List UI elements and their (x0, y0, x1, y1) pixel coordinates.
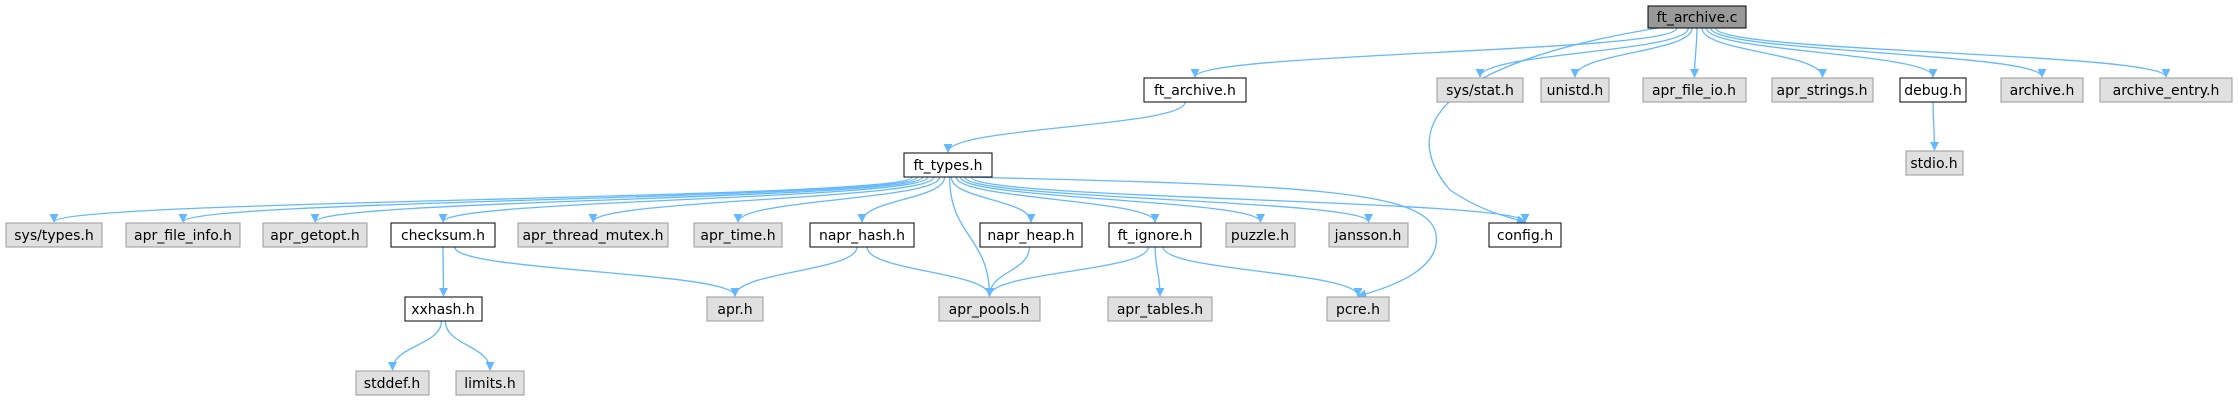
svg-text:unistd.h: unistd.h (1547, 83, 1604, 99)
svg-text:stddef.h: stddef.h (364, 376, 420, 392)
svg-text:napr_heap.h: napr_heap.h (987, 228, 1074, 244)
edge-ft-ignore-to-apr-pools (985, 246, 1150, 297)
edge-xxhash-to-limits (444, 320, 495, 371)
node-ft-types-h[interactable]: ft_types.h (903, 152, 993, 178)
svg-text:sys/types.h: sys/types.h (14, 228, 93, 244)
edge-ft-types-to-sys-types (49, 176, 913, 223)
edge-ft-types-to-apr-pools (949, 176, 994, 297)
svg-text:limits.h: limits.h (464, 376, 515, 392)
node-config-h[interactable]: config.h (1488, 222, 1562, 248)
node-pcre-h[interactable]: pcre.h (1326, 296, 1390, 322)
node-jansson-h[interactable]: jansson.h (1328, 222, 1409, 248)
svg-text:ft_archive.h: ft_archive.h (1154, 83, 1236, 99)
svg-text:sys/stat.h: sys/stat.h (1446, 83, 1514, 99)
node-limits-h[interactable]: limits.h (455, 370, 525, 396)
edge-debug-to-stdio (1929, 101, 1939, 151)
svg-text:jansson.h: jansson.h (1334, 228, 1402, 244)
edge-root-to-ft-archive-h (1190, 27, 1678, 78)
svg-text:ft_types.h: ft_types.h (913, 158, 982, 174)
node-apr-file-info-h[interactable]: apr_file_info.h (125, 222, 241, 248)
node-sys-types-h[interactable]: sys/types.h (5, 222, 103, 248)
edge-ft-types-to-napr-hash (857, 176, 946, 223)
edge-ft-ignore-to-pcre (1162, 246, 1363, 297)
node-apr-h[interactable]: apr.h (706, 296, 764, 322)
svg-text:stdio.h: stdio.h (1910, 156, 1957, 172)
svg-text:config.h: config.h (1497, 228, 1553, 244)
node-napr-heap-h[interactable]: napr_heap.h (979, 222, 1083, 248)
edge-napr-hash-to-apr (730, 246, 858, 297)
node-debug-h[interactable]: debug.h (1899, 77, 1967, 103)
svg-text:archive.h: archive.h (2010, 83, 2075, 99)
edge-root-to-archive-entry (1715, 27, 2171, 78)
nodes-layer: ft_archive.c ft_archive.h sys/stat.h uni… (5, 5, 2233, 396)
node-sys-stat-h[interactable]: sys/stat.h (1436, 77, 1524, 103)
edge-ft-types-to-puzzle (959, 176, 1265, 223)
svg-text:checksum.h: checksum.h (401, 228, 485, 244)
edge-ft-types-to-apr-file-info (178, 176, 919, 223)
node-ft-ignore-h[interactable]: ft_ignore.h (1108, 222, 1202, 248)
edge-ft-types-to-ft-ignore (955, 176, 1160, 223)
edge-root-to-sys-stat (1475, 27, 1689, 78)
node-xxhash-h[interactable]: xxhash.h (404, 296, 483, 322)
node-puzzle-h[interactable]: puzzle.h (1225, 222, 1296, 248)
node-napr-hash-h[interactable]: napr_hash.h (809, 222, 915, 248)
svg-text:xxhash.h: xxhash.h (411, 302, 475, 318)
node-archive-h[interactable]: archive.h (2000, 77, 2084, 103)
edge-root-to-archive-h (1710, 27, 2047, 78)
edge-ft-types-to-jansson (964, 176, 1373, 223)
edge-ft-types-to-napr-heap (950, 176, 1036, 223)
edges-layer (49, 27, 2171, 371)
node-apr-getopt-h[interactable]: apr_getopt.h (262, 222, 368, 248)
edge-ft-types-to-apr-time (733, 176, 941, 223)
node-unistd-h[interactable]: unistd.h (1540, 77, 1610, 103)
svg-text:napr_hash.h: napr_hash.h (819, 228, 905, 244)
svg-text:pcre.h: pcre.h (1336, 302, 1380, 318)
node-apr-thread-mutex-h[interactable]: apr_thread_mutex.h (517, 222, 669, 248)
svg-text:archive_entry.h: archive_entry.h (2113, 83, 2220, 99)
edge-root-to-unistd (1570, 27, 1693, 78)
edge-xxhash-to-stddef (388, 320, 443, 371)
svg-text:apr.h: apr.h (717, 302, 752, 318)
node-apr-pools-h[interactable]: apr_pools.h (938, 296, 1041, 322)
node-stddef-h[interactable]: stddef.h (355, 370, 430, 396)
node-stdio-h[interactable]: stdio.h (1905, 150, 1964, 176)
edge-root-to-config (1428, 27, 1659, 225)
svg-text:apr_pools.h: apr_pools.h (949, 302, 1030, 318)
svg-text:puzzle.h: puzzle.h (1231, 228, 1289, 244)
svg-text:apr_file_io.h: apr_file_io.h (1652, 83, 1736, 99)
svg-text:apr_file_info.h: apr_file_info.h (134, 228, 232, 244)
node-ft-archive-c[interactable]: ft_archive.c (1647, 5, 1747, 29)
svg-text:debug.h: debug.h (1904, 83, 1961, 99)
edge-ft-types-to-pcre (964, 176, 1438, 299)
edge-ft-archive-h-to-ft-types (943, 101, 1186, 153)
node-apr-tables-h[interactable]: apr_tables.h (1107, 296, 1213, 322)
edge-ft-types-to-config (970, 176, 1530, 223)
edge-checksum-to-apr (454, 246, 740, 297)
node-apr-file-io-h[interactable]: apr_file_io.h (1642, 77, 1747, 103)
edge-napr-hash-to-apr-pools (866, 246, 994, 297)
edge-ft-ignore-to-apr-tables (1154, 246, 1165, 297)
node-apr-time-h[interactable]: apr_time.h (693, 222, 783, 248)
svg-text:ft_archive.c: ft_archive.c (1657, 10, 1738, 26)
svg-text:ft_ignore.h: ft_ignore.h (1118, 228, 1193, 244)
edge-ft-types-to-apr-getopt (310, 176, 924, 223)
svg-text:apr_strings.h: apr_strings.h (1776, 83, 1867, 99)
edge-ft-types-to-checksum (438, 176, 929, 223)
svg-text:apr_time.h: apr_time.h (700, 228, 775, 244)
edge-ft-types-to-apr-thread-mutex (588, 176, 935, 223)
svg-text:apr_thread_mutex.h: apr_thread_mutex.h (522, 228, 663, 244)
node-archive-entry-h[interactable]: archive_entry.h (2099, 77, 2233, 103)
svg-text:apr_getopt.h: apr_getopt.h (270, 228, 359, 244)
edge-root-to-apr-file-io (1690, 27, 1700, 78)
node-ft-archive-h[interactable]: ft_archive.h (1143, 77, 1247, 103)
edge-root-to-apr-strings (1701, 27, 1827, 78)
node-apr-strings-h[interactable]: apr_strings.h (1771, 77, 1874, 103)
edge-root-to-debug (1705, 27, 1938, 78)
node-checksum-h[interactable]: checksum.h (390, 222, 496, 248)
svg-text:apr_tables.h: apr_tables.h (1117, 302, 1203, 318)
